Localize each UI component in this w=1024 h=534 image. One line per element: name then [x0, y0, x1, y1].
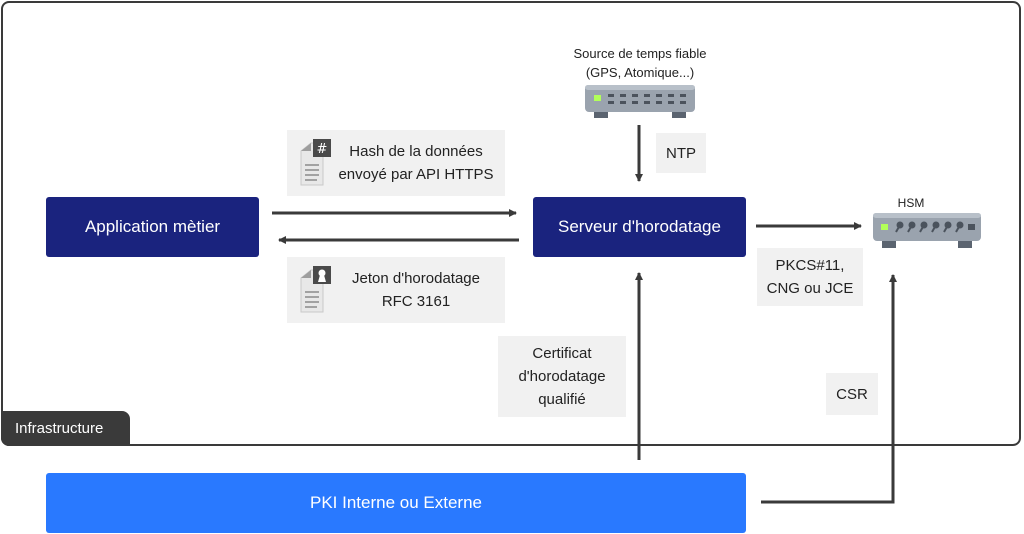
- certificate-label-line1: Certificat: [532, 345, 592, 362]
- csr-label: CSR: [826, 373, 878, 415]
- time-source-line1: Source de temps fiable: [573, 46, 707, 61]
- pkcs-label-line2: CNG ou JCE: [766, 280, 854, 297]
- hash-label-box: # Hash de la données envoyé par API HTTP…: [287, 130, 505, 196]
- token-label-box: Jeton d'horodatage RFC 3161: [287, 257, 505, 323]
- pkcs-label-box: PKCS#11, CNG ou JCE: [757, 248, 863, 306]
- arrow-pki-to-hsm: [761, 274, 897, 504]
- pki-node[interactable]: PKI Interne ou Externe: [46, 473, 746, 533]
- time-source-line2: (GPS, Atomique...): [585, 65, 695, 80]
- hsm-appliance-icon: [873, 213, 981, 248]
- hash-label-line2: envoyé par API HTTPS: [338, 166, 494, 183]
- document-lock-icon: [300, 266, 331, 313]
- svg-text:#: #: [317, 142, 328, 157]
- certificate-label-line2: d'horodatage: [518, 368, 606, 385]
- certificate-label-line3: qualifié: [538, 391, 586, 408]
- token-label-line2: RFC 3161: [381, 293, 451, 310]
- timestamp-server-node[interactable]: Serveur d'horodatage: [533, 197, 746, 257]
- certificate-label-box: Certificat d'horodatage qualifié: [498, 336, 626, 417]
- network-switch-icon: [585, 85, 695, 118]
- time-source-label: Source de temps fiable (GPS, Atomique...…: [540, 44, 740, 82]
- ntp-label: NTP: [656, 133, 706, 173]
- pkcs-label-line1: PKCS#11,: [775, 257, 845, 274]
- hsm-label: HSM: [897, 196, 925, 210]
- infrastructure-frame: [1, 1, 1021, 446]
- hash-label-line1: Hash de la données: [349, 143, 483, 160]
- token-label-line1: Jeton d'horodatage: [352, 270, 480, 287]
- document-hash-icon: #: [300, 139, 331, 186]
- application-node[interactable]: Application mètier: [46, 197, 259, 257]
- infrastructure-label: Infrastructure: [1, 411, 130, 446]
